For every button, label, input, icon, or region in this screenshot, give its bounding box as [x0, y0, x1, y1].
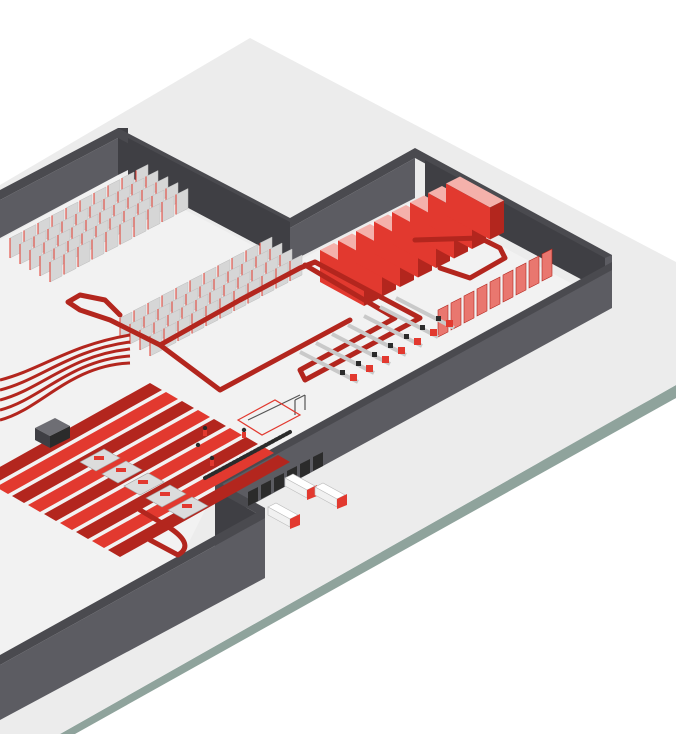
- sorter-chute: [350, 374, 357, 381]
- sorter-lane: [315, 341, 375, 375]
- control-cabinet: [35, 418, 70, 448]
- sorter-chute: [430, 329, 437, 336]
- dock-door: [248, 487, 258, 506]
- gantry-robot: [236, 394, 306, 436]
- wall-mid-face: [290, 158, 415, 262]
- worker-head: [241, 427, 247, 433]
- worker-head: [209, 455, 215, 461]
- truck-cab: [337, 494, 347, 509]
- conveyor-to-dock: [203, 430, 292, 480]
- conveyor-curve: [137, 507, 188, 558]
- sorter-operator: [340, 370, 345, 375]
- picking-stations: [79, 448, 209, 520]
- pick-tote: [160, 492, 170, 496]
- fan-conveyor: [0, 354, 131, 412]
- wall-left-top: [0, 128, 118, 200]
- storage-lane: [92, 446, 274, 548]
- small-rack: [489, 276, 501, 310]
- wall-bottom-top: [0, 508, 265, 665]
- sorter-lane: [379, 305, 439, 339]
- sorter-operator: [420, 325, 425, 330]
- fan-conveyor: [0, 333, 131, 382]
- small-rack: [541, 248, 553, 282]
- worker-body: [203, 430, 207, 436]
- shuttle-rack-face: [338, 240, 382, 297]
- conveyor-to-shuttle: [412, 235, 508, 281]
- storage-lane: [28, 410, 210, 512]
- sorter-lane: [347, 323, 407, 357]
- shuttle-rack-face: [356, 231, 400, 287]
- conveyor-spine: [157, 317, 353, 393]
- small-rack: [515, 262, 527, 296]
- small-rack: [476, 283, 488, 317]
- dock-door: [274, 473, 284, 492]
- sorter-chute: [366, 365, 373, 372]
- sorter-lane: [299, 350, 359, 384]
- worker-head: [202, 425, 208, 431]
- trucks: [267, 473, 347, 529]
- pick-tote: [138, 480, 148, 484]
- sorter-lane: [331, 332, 391, 366]
- worker-body: [242, 432, 246, 438]
- gantry-rail: [236, 399, 302, 436]
- conveyor-network: [65, 235, 508, 558]
- pick-tote: [94, 456, 104, 460]
- fan-conveyor: [0, 340, 131, 392]
- sorter-operator: [372, 352, 377, 357]
- gantry-frame: [247, 394, 306, 421]
- workers: [195, 425, 247, 466]
- sorter-lane: [395, 296, 455, 330]
- dock-door: [300, 459, 310, 478]
- pick-tote: [182, 504, 192, 508]
- sorter-operator: [436, 316, 441, 321]
- shuttle-rack-face: [446, 183, 490, 240]
- wall-mid-top: [290, 148, 415, 228]
- worker-body: [196, 447, 200, 453]
- cabinet-top: [35, 418, 70, 436]
- fan-conveyor: [0, 361, 131, 422]
- sorter-lanes: [299, 296, 455, 384]
- small-parts-racking: [437, 248, 553, 338]
- wall-front-top: [215, 262, 612, 490]
- cabinet-front: [35, 428, 50, 448]
- pallet-racking-left: [9, 164, 303, 357]
- cabinet-side: [50, 426, 70, 448]
- fan-conveyor: [0, 347, 131, 402]
- small-rack: [463, 290, 475, 324]
- shuttle-rack-face: [374, 221, 418, 278]
- shuttle-rack-side: [490, 200, 504, 240]
- sorter-chute: [414, 338, 421, 345]
- wall-notch-face: [128, 138, 290, 262]
- small-rack: [528, 255, 540, 289]
- fan-conveyors: [0, 333, 131, 422]
- dock-door: [313, 452, 323, 471]
- wall-left-face: [0, 138, 118, 238]
- sorter-chute: [446, 320, 453, 327]
- storage-lane: [0, 383, 162, 481]
- worker-body: [210, 460, 214, 466]
- wall-bottom-face: [0, 518, 265, 720]
- shuttle-rack-top: [446, 176, 504, 208]
- truck-cab: [307, 485, 317, 500]
- sorter-operator: [356, 361, 361, 366]
- sorter-operator: [388, 343, 393, 348]
- pick-tote: [116, 468, 126, 472]
- small-rack: [502, 269, 514, 303]
- shuttle-rack-face: [428, 193, 472, 249]
- sorter-chute: [398, 347, 405, 354]
- storage-lane: [0, 392, 178, 494]
- worker-head: [195, 442, 201, 448]
- truck-cab: [290, 514, 300, 529]
- conveyor-loop-main: [65, 259, 318, 348]
- shuttle-rack-face: [410, 202, 454, 259]
- dock-door: [261, 480, 271, 499]
- shuttle-racking: [320, 176, 504, 306]
- sorter-chute: [382, 356, 389, 363]
- sorter-operator: [404, 334, 409, 339]
- sorter-lane: [363, 314, 423, 348]
